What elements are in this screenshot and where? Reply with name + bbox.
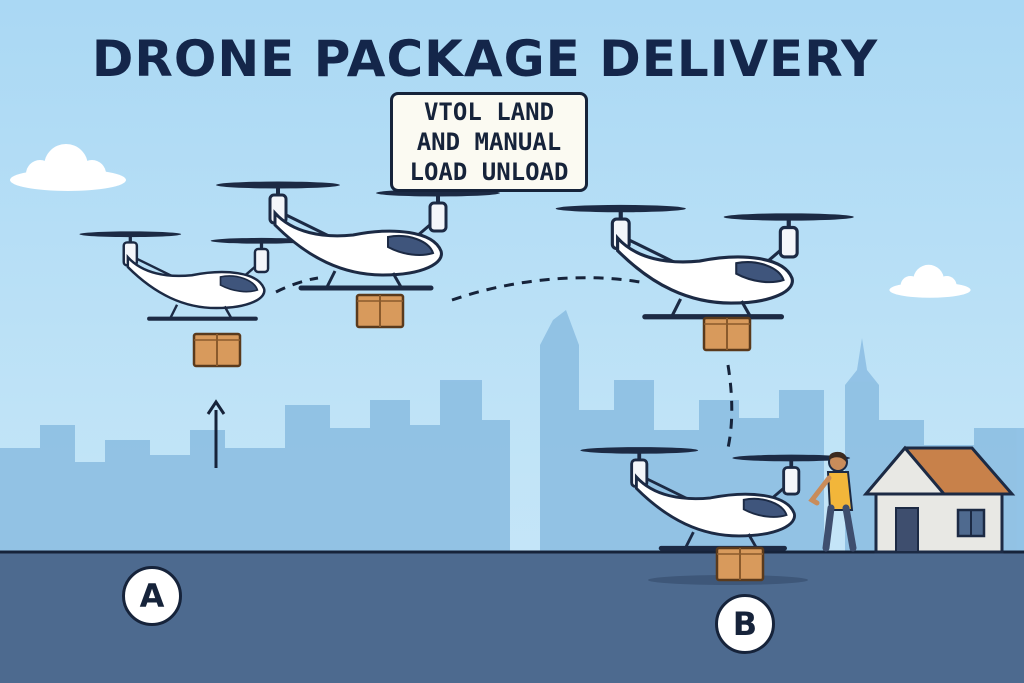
city-skyline xyxy=(0,310,1024,552)
cloud-icon xyxy=(889,264,971,298)
package-icon xyxy=(192,332,242,368)
diagram-title: DRONE PACKAGE DELIVERY xyxy=(91,30,879,88)
house-icon xyxy=(862,445,1016,554)
package-icon xyxy=(355,293,405,329)
callout-box: VTOL LAND AND MANUAL LOAD UNLOAD xyxy=(390,92,588,192)
descent-path xyxy=(726,364,734,449)
flight-path xyxy=(451,276,641,302)
package-icon xyxy=(702,316,752,352)
package-icon xyxy=(715,546,765,582)
up-arrow-icon xyxy=(206,399,226,468)
cloud-icon xyxy=(10,144,126,191)
point-a-label: A xyxy=(122,566,182,626)
point-b-label: B xyxy=(715,594,775,654)
flight-path xyxy=(275,276,319,294)
callout-text: VTOL LAND AND MANUAL LOAD UNLOAD xyxy=(409,98,569,186)
person-icon xyxy=(808,451,857,552)
drone-icon xyxy=(79,231,312,368)
